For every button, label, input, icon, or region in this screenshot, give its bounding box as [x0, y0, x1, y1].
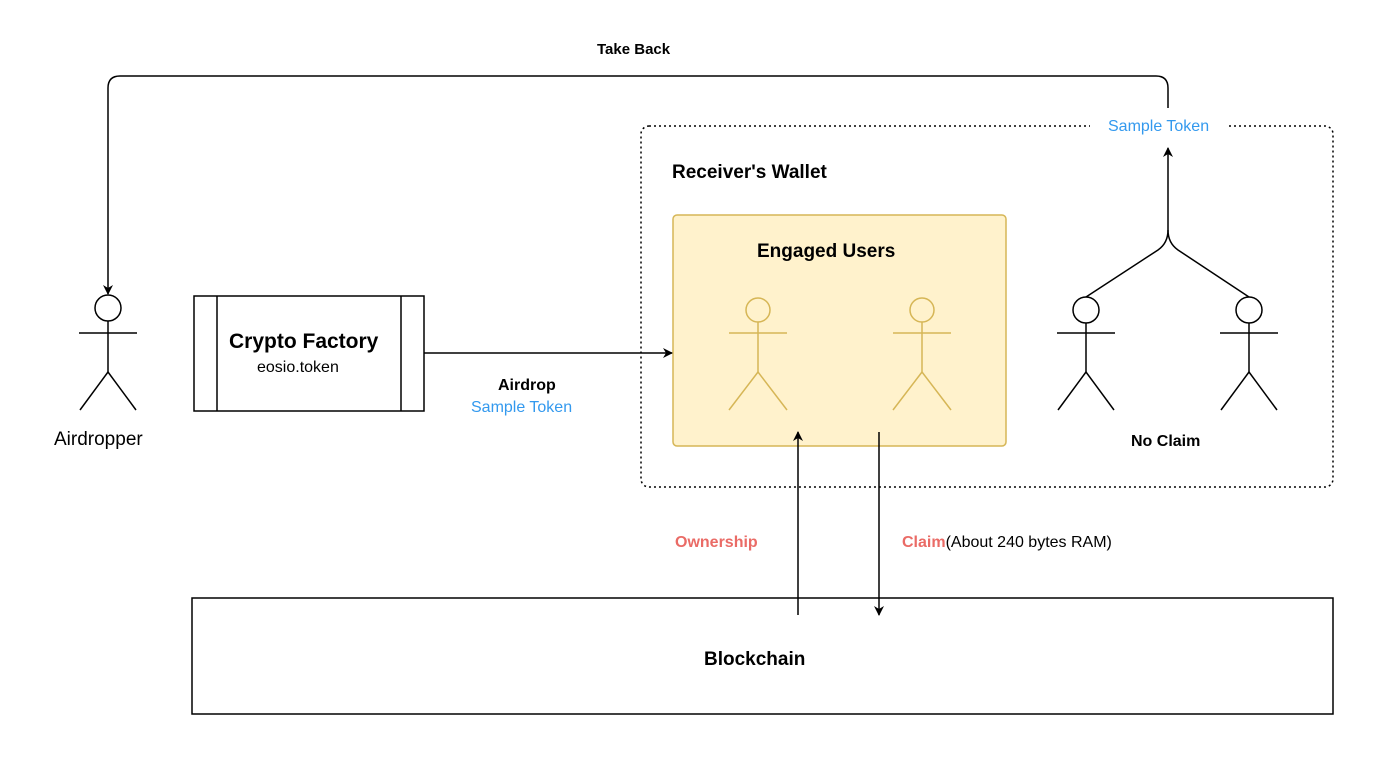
claim-label-group: Claim(About 240 bytes RAM): [902, 535, 1112, 551]
receivers-wallet-container: [640, 125, 1334, 488]
engaged-user-figure-1: [728, 297, 788, 411]
airdrop-label: Airdrop: [498, 377, 556, 394]
crypto-factory-title: Crypto Factory: [229, 330, 379, 353]
no-claim-branch-left: [1085, 229, 1169, 298]
engaged-user-figure-2: [892, 297, 952, 411]
crypto-factory-box: [193, 295, 425, 412]
no-claim-user-figure-2: [1220, 296, 1278, 411]
blockchain-box: [191, 597, 1334, 715]
ownership-label: Ownership: [675, 534, 758, 551]
claim-detail-label: (About 240 bytes RAM): [945, 534, 1112, 551]
take-back-label: Take Back: [597, 41, 671, 58]
no-claim-branch-right: [1167, 229, 1250, 298]
claim-label: Claim: [902, 534, 946, 551]
airdropper-label: Airdropper: [54, 429, 143, 450]
blockchain-title: Blockchain: [704, 649, 806, 670]
take-back-arrow: [103, 75, 1169, 295]
airdropper-figure: [79, 294, 137, 411]
sample-token-mid-label: Sample Token: [471, 399, 573, 416]
eosio-token-label: eosio.token: [257, 359, 339, 376]
sample-token-top-label: Sample Token: [1090, 119, 1228, 135]
no-claim-user-figure-1: [1057, 296, 1115, 411]
engaged-users-title: Engaged Users: [757, 241, 896, 262]
engaged-users-box: [672, 214, 1007, 447]
no-claim-label: No Claim: [1131, 433, 1201, 450]
receivers-wallet-title: Receiver's Wallet: [672, 162, 827, 183]
